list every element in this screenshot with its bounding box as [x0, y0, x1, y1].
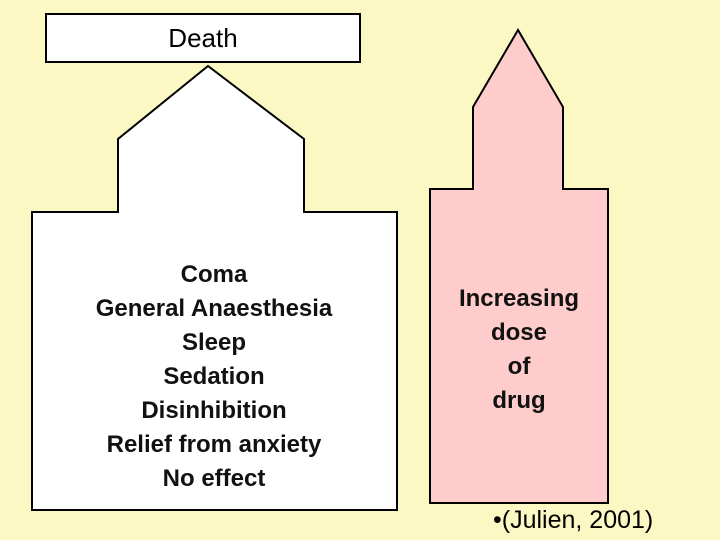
citation: •(Julien, 2001): [493, 506, 654, 534]
dose-line-dose: dose: [490, 319, 547, 346]
effect-relief-from-anxiety: Relief from anxiety: [106, 431, 322, 458]
effect-coma: Coma: [180, 261, 248, 288]
death-box-outline: [45, 13, 361, 63]
effect-sleep: Sleep: [181, 329, 247, 356]
effect-general-anaesthesia: General Anaesthesia: [95, 295, 333, 322]
effect-disinhibition: Disinhibition: [141, 397, 287, 424]
effects-list: Coma General Anaesthesia Sleep Sedation …: [32, 258, 396, 496]
dose-line-increasing: Increasing: [458, 285, 580, 312]
effect-no-effect: No effect: [162, 465, 266, 492]
effects-arrow: [31, 64, 398, 511]
dose-line-drug: drug: [492, 387, 546, 414]
dose-label: Increasing dose of drug: [430, 282, 608, 418]
death-label: Death: [168, 22, 238, 53]
effect-sedation: Sedation: [163, 363, 265, 390]
death-box: Death: [46, 14, 360, 62]
dose-arrow: [429, 28, 609, 504]
dose-line-of: of: [507, 353, 531, 380]
